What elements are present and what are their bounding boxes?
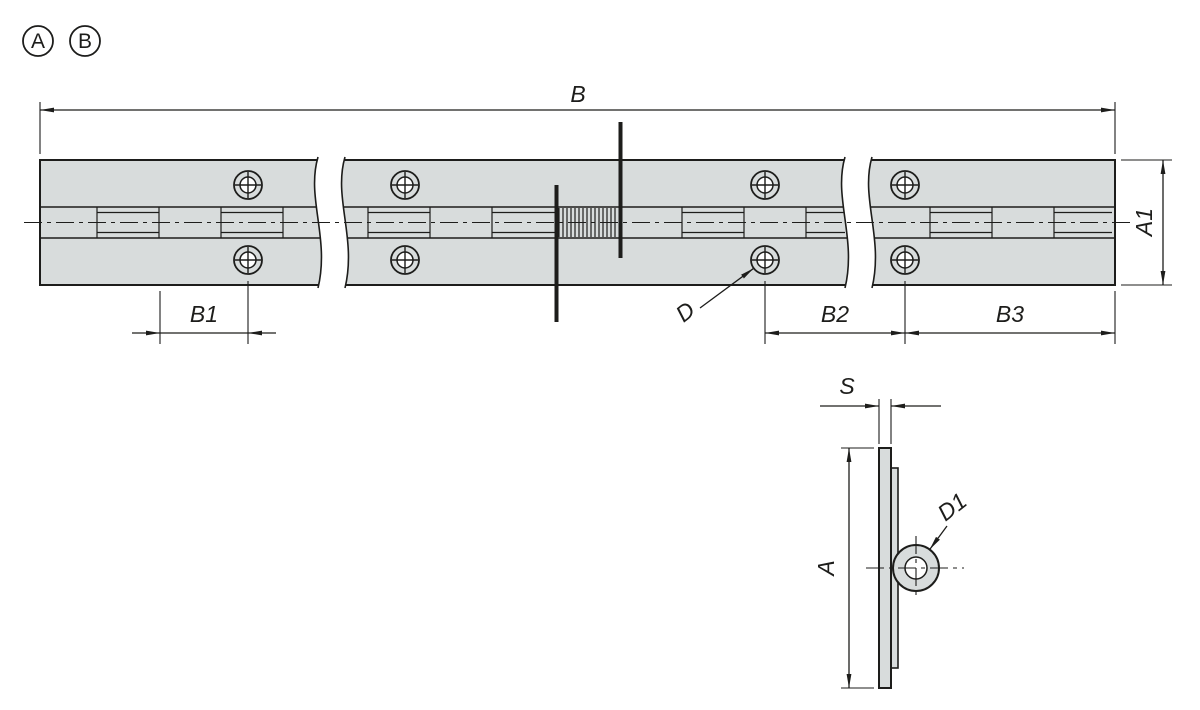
front-view: B A1 B1 B2 B3 xyxy=(24,81,1172,344)
screw-hole xyxy=(233,245,263,275)
view-label-b-circle xyxy=(69,25,101,57)
dim-b1: B1 xyxy=(132,281,276,344)
dim-label-b1: B1 xyxy=(190,301,218,327)
dim-open-width: A xyxy=(813,447,874,689)
leader-knuckle-diameter: D1 xyxy=(929,487,972,550)
side-view: S A D1 xyxy=(813,373,972,689)
dim-label-b3: B3 xyxy=(996,301,1024,327)
dim-b3: B3 xyxy=(905,291,1116,344)
dim-overall-length: B xyxy=(39,81,1116,154)
screw-hole xyxy=(390,245,420,275)
view-label-a-circle xyxy=(22,25,54,57)
screw-hole xyxy=(390,170,420,200)
dim-b2: B2 xyxy=(764,281,906,344)
screw-hole xyxy=(890,245,920,275)
view-label-a: A xyxy=(31,30,45,53)
leader-line xyxy=(699,267,755,309)
dim-label-a: A xyxy=(813,560,839,577)
screw-hole xyxy=(890,170,920,200)
dim-label-b: B xyxy=(570,81,585,107)
dim-label-d: D xyxy=(671,296,700,327)
leader-line xyxy=(929,525,948,550)
screw-hole xyxy=(750,170,780,200)
screw-hole xyxy=(750,245,780,275)
dim-leaf-width: A1 xyxy=(1121,159,1172,286)
dim-label-a1: A1 xyxy=(1131,208,1157,238)
dim-label-b2: B2 xyxy=(821,301,849,327)
dim-thickness: S xyxy=(820,373,941,444)
dim-label-d1: D1 xyxy=(932,487,971,526)
dim-label-s: S xyxy=(839,373,855,399)
screw-hole xyxy=(233,170,263,200)
knuckle-segment-lines xyxy=(97,211,1112,234)
view-variant-labels: A B xyxy=(22,25,101,57)
view-label-b: B xyxy=(78,30,92,53)
